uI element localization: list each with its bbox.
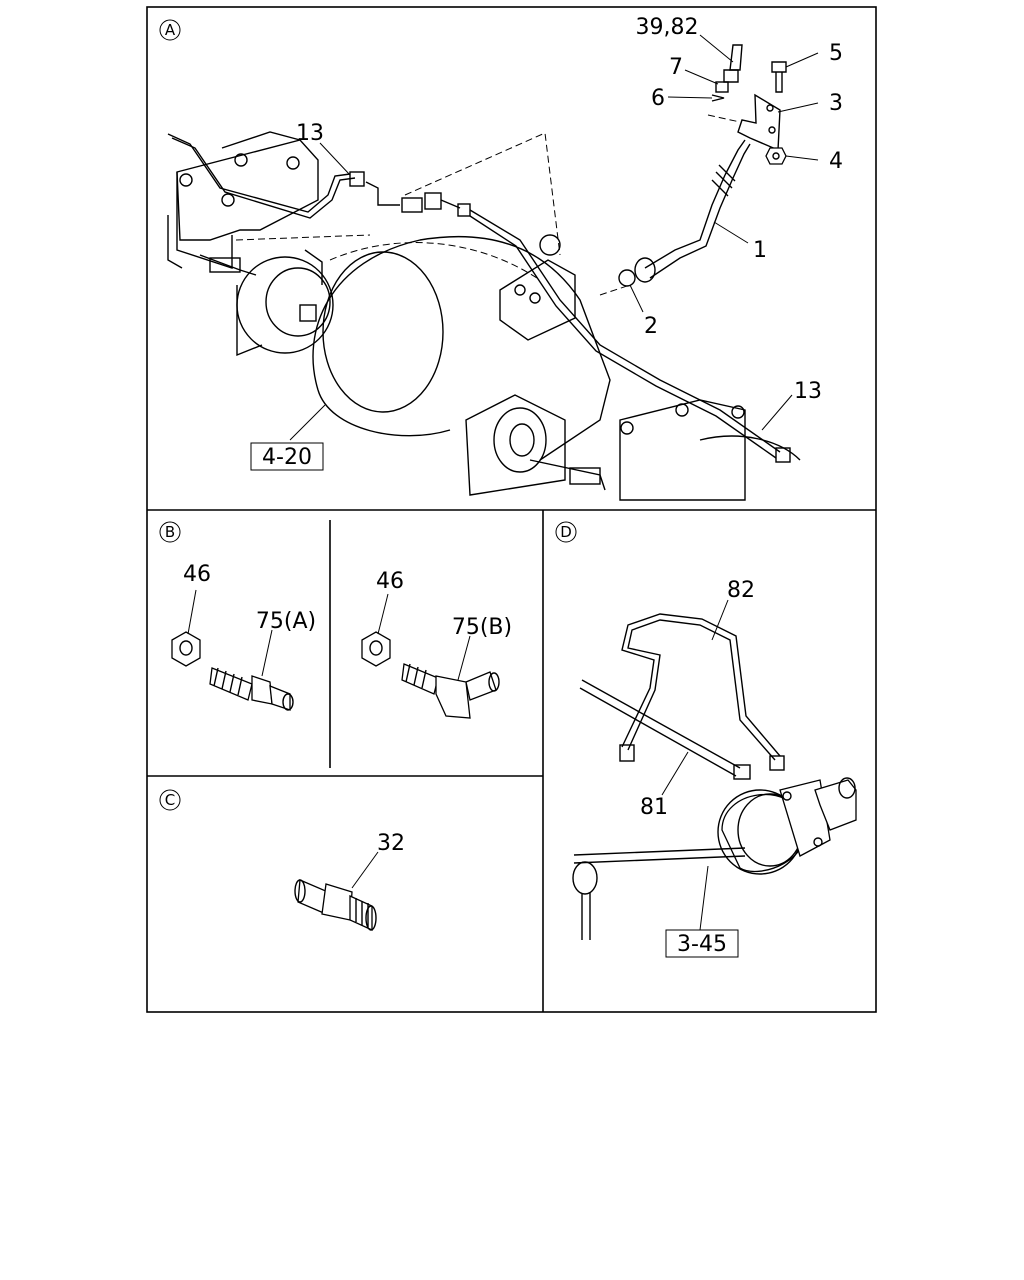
ref-label-3-45: 3-45 xyxy=(677,932,727,957)
brake-line-13-left xyxy=(167,133,365,219)
callout-13-right: 13 xyxy=(794,379,822,404)
fitting-75b xyxy=(401,663,500,719)
fitting-75a xyxy=(209,667,294,711)
callout-39-82: 39,82 xyxy=(636,15,699,40)
pipe-82 xyxy=(619,613,785,771)
section-c: C 32 xyxy=(159,789,405,932)
section-c-marker: C xyxy=(165,791,175,809)
leader-46-right xyxy=(377,593,389,635)
section-a-marker: A xyxy=(165,21,176,39)
fitting-32 xyxy=(294,879,377,932)
leaders-a xyxy=(289,34,819,441)
section-b-marker-circle xyxy=(159,521,181,543)
nut-7 xyxy=(715,81,729,93)
brake-line-13-right xyxy=(469,209,791,463)
right-axle-housing xyxy=(465,394,801,501)
left-brake-chamber xyxy=(236,249,334,357)
clip-6 xyxy=(711,94,725,102)
section-b: B 46 75(A) 46 xyxy=(159,521,512,719)
section-d-marker-circle xyxy=(555,521,577,543)
bracket-3 xyxy=(737,93,781,152)
section-b-marker: B xyxy=(165,523,175,541)
callout-75a: 75(A) xyxy=(256,609,316,634)
callout-7: 7 xyxy=(669,55,683,80)
callout-81: 81 xyxy=(640,795,668,820)
pipe-81 xyxy=(579,679,751,780)
section-d-marker: D xyxy=(560,523,572,541)
section-c-marker-circle xyxy=(159,789,181,811)
ref-line-a4 xyxy=(235,234,371,241)
leader-46-left xyxy=(187,589,197,635)
ref-label-4-20: 4-20 xyxy=(262,445,312,470)
leader-3-45 xyxy=(699,865,709,931)
brake-chamber-d xyxy=(717,777,857,875)
hose-1 xyxy=(634,139,751,283)
callout-3: 3 xyxy=(829,91,843,116)
section-a: A xyxy=(159,15,843,501)
callout-32: 32 xyxy=(377,831,405,856)
leader-32 xyxy=(351,851,379,889)
nut-4 xyxy=(765,147,787,165)
callout-6: 6 xyxy=(651,86,665,111)
callout-1: 1 xyxy=(753,238,767,263)
bolt-5 xyxy=(771,61,787,93)
differential-housing xyxy=(312,234,611,461)
leader-81 xyxy=(661,751,689,796)
ref-line-a2 xyxy=(599,284,631,296)
leader-75b xyxy=(457,635,471,681)
tee-connector xyxy=(365,181,471,217)
callout-75b: 75(B) xyxy=(452,615,512,640)
section-d: D 82 xyxy=(555,521,857,958)
callout-4: 4 xyxy=(829,149,843,174)
push-rod xyxy=(572,847,746,940)
callout-13-left: 13 xyxy=(296,121,324,146)
nut-46-right xyxy=(361,631,391,667)
callout-46-right: 46 xyxy=(376,569,404,594)
nut-46-left xyxy=(171,631,201,667)
callout-2: 2 xyxy=(644,314,658,339)
callout-5: 5 xyxy=(829,41,843,66)
left-axle-housing xyxy=(167,131,319,276)
section-a-marker-circle xyxy=(159,19,181,41)
leader-82 xyxy=(711,599,729,641)
ref-box-3-45 xyxy=(665,929,739,958)
callout-82: 82 xyxy=(727,578,755,603)
ref-box-4-20 xyxy=(250,442,324,471)
leader-75a xyxy=(261,629,273,677)
callout-46-left: 46 xyxy=(183,562,211,587)
clip-2 xyxy=(618,269,636,287)
ref-line-a3 xyxy=(707,114,741,123)
pipe-39-82 xyxy=(723,44,743,83)
ref-line-a1 xyxy=(404,132,561,256)
